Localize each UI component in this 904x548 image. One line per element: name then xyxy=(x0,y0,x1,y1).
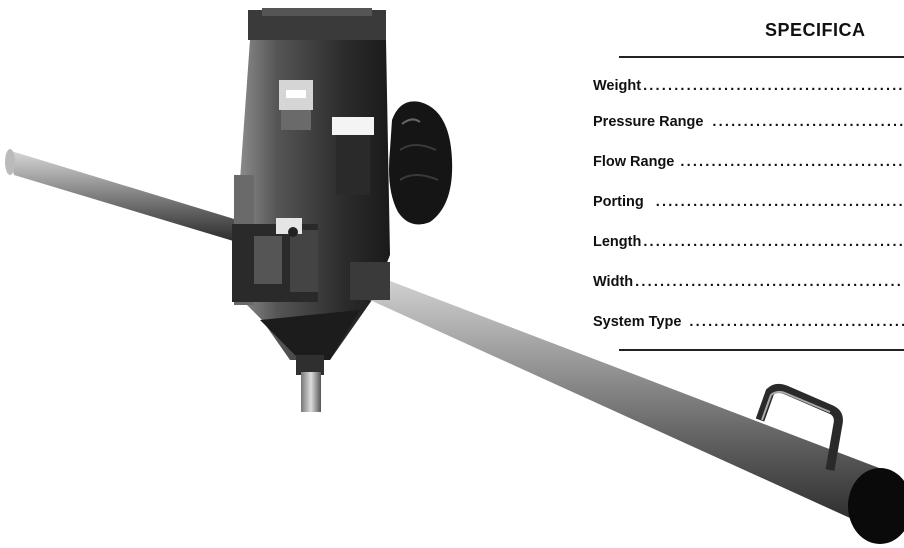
spec-label: Porting xyxy=(593,194,644,210)
control-lever xyxy=(332,101,453,225)
spec-row-length: Length..................................… xyxy=(593,232,904,252)
spec-row-width: Width...................................… xyxy=(593,272,904,292)
carry-handle xyxy=(755,383,843,471)
leader-dots: ........................................… xyxy=(643,78,904,94)
leader-dots: ........................................… xyxy=(680,154,904,170)
spec-row-weight: Weight..................................… xyxy=(593,76,904,96)
spec-label: System Type xyxy=(593,314,682,330)
spec-row-porting: Porting.................................… xyxy=(593,192,904,212)
leader-dots: ........................................… xyxy=(643,234,904,250)
spec-title: SPECIFICA xyxy=(765,20,866,40)
spec-label: Length xyxy=(593,234,642,250)
specifications-panel: SPECIFICA Weight........................… xyxy=(593,0,904,548)
leader-dots: ........................................… xyxy=(712,114,904,130)
handle-tube-right xyxy=(350,262,904,544)
spec-label: Pressure Range xyxy=(593,114,704,130)
top-bolt xyxy=(279,80,313,130)
spec-label: Weight xyxy=(593,78,642,94)
spec-label: Width xyxy=(593,274,634,290)
handle-tube-left xyxy=(5,149,244,243)
spec-row-flow-range: Flow Range..............................… xyxy=(593,152,904,172)
spec-top-rule xyxy=(619,56,904,58)
leader-dots: ........................................… xyxy=(635,274,904,290)
leader-dots: ........................................… xyxy=(689,314,904,330)
spec-bottom-rule xyxy=(619,349,904,351)
spec-row-system-type: System Type.............................… xyxy=(593,312,904,332)
spec-label: Flow Range xyxy=(593,154,675,170)
side-bolt xyxy=(276,218,302,237)
leader-dots: ........................................… xyxy=(655,194,904,210)
output-shaft xyxy=(296,355,324,412)
spec-row-pressure-range: Pressure Range..........................… xyxy=(593,112,904,132)
